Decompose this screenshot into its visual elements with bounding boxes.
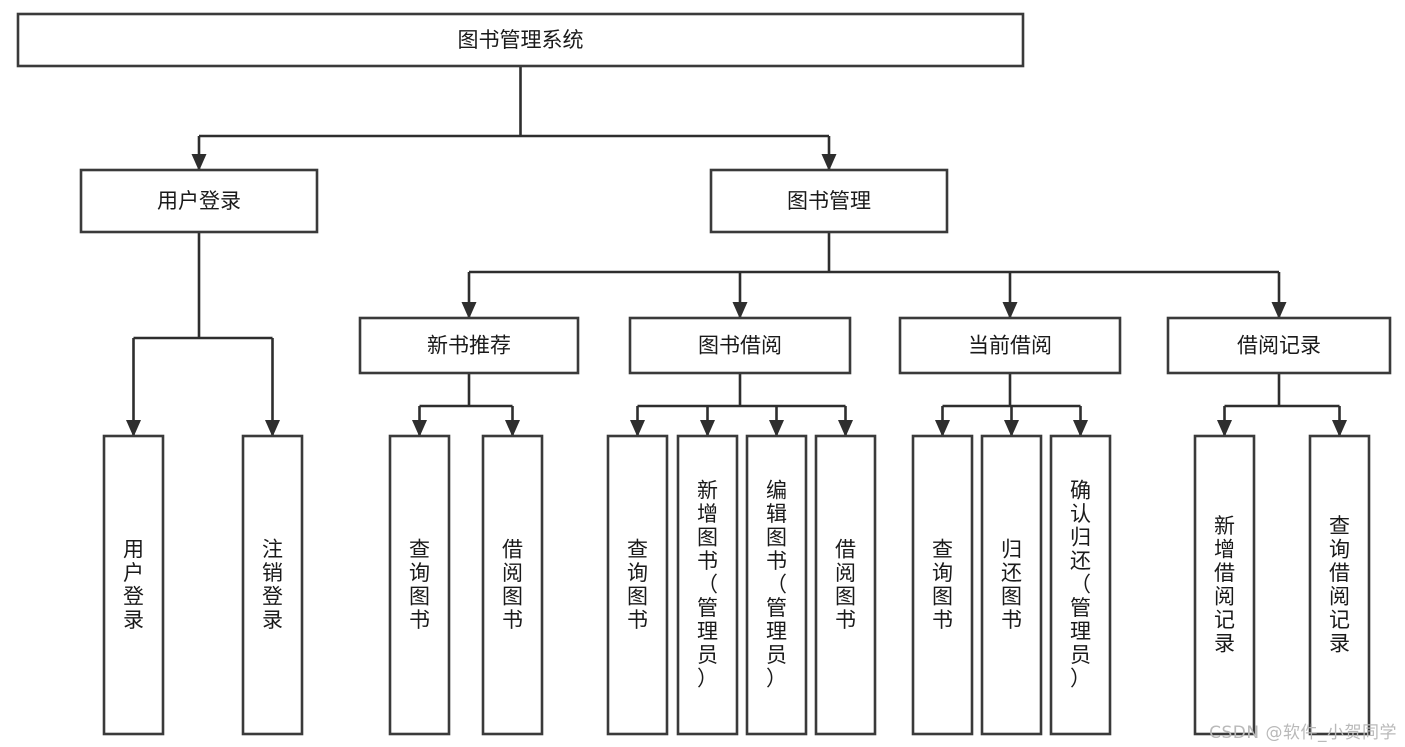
node-label-leaf-query-book-3: 查询图书 <box>932 537 953 632</box>
node-box-leaf-user-login <box>102 434 165 736</box>
node-label-current-borrow: 当前借阅 <box>968 334 1052 358</box>
node-leaf-query-record[interactable]: 查询借阅记录 <box>1308 434 1371 736</box>
node-current-borrow[interactable]: 当前借阅 <box>898 316 1122 375</box>
node-layer: 图书管理系统用户登录图书管理新书推荐图书借阅当前借阅借阅记录用户登录注销登录查询… <box>16 12 1392 736</box>
arrow-head-icon <box>126 420 141 437</box>
node-label-borrow-record: 借阅记录 <box>1237 334 1321 358</box>
node-label-book-manage: 图书管理 <box>787 189 871 213</box>
node-leaf-confirm-return[interactable]: 确认归还（管理员） <box>1049 434 1112 736</box>
node-box-leaf-query-book-1 <box>388 434 451 736</box>
node-label-leaf-edit-book: 编辑图书（管理员） <box>766 479 787 691</box>
node-box-borrow-record <box>1166 316 1392 375</box>
node-leaf-borrow-book-1[interactable]: 借阅图书 <box>481 434 544 736</box>
node-box-user-login <box>79 168 319 234</box>
node-leaf-user-login[interactable]: 用户登录 <box>102 434 165 736</box>
node-user-login[interactable]: 用户登录 <box>79 168 319 234</box>
node-leaf-query-book-1[interactable]: 查询图书 <box>388 434 451 736</box>
arrow-head-icon <box>1004 420 1019 437</box>
node-label-leaf-confirm-return: 确认归还（管理员） <box>1070 479 1091 691</box>
arrow-head-icon <box>769 420 784 437</box>
node-label-leaf-query-book-2: 查询图书 <box>627 537 648 632</box>
node-box-leaf-query-record <box>1308 434 1371 736</box>
arrow-head-icon <box>1002 302 1018 319</box>
node-label-book-borrow: 图书借阅 <box>698 334 782 358</box>
node-label-leaf-query-book-1: 查询图书 <box>409 537 430 632</box>
node-label-user-login: 用户登录 <box>157 189 241 213</box>
node-label-leaf-add-record: 新增借阅记录 <box>1214 514 1235 656</box>
node-label-leaf-add-book: 新增图书（管理员） <box>697 479 718 691</box>
node-box-leaf-logout <box>241 434 304 736</box>
node-label-new-book-recommend: 新书推荐 <box>427 334 511 358</box>
node-box-leaf-confirm-return <box>1049 434 1112 736</box>
node-box-leaf-borrow-book-1 <box>481 434 544 736</box>
node-box-leaf-add-book <box>676 434 739 736</box>
node-label-leaf-user-login: 用户登录 <box>123 537 144 632</box>
connector-layer <box>126 66 1347 437</box>
node-box-leaf-query-book-2 <box>606 434 669 736</box>
node-leaf-add-book[interactable]: 新增图书（管理员） <box>676 434 739 736</box>
node-label-root: 图书管理系统 <box>458 28 584 52</box>
arrow-head-icon <box>191 154 207 171</box>
node-root[interactable]: 图书管理系统 <box>16 12 1025 68</box>
arrow-head-icon <box>1271 302 1287 319</box>
node-leaf-edit-book[interactable]: 编辑图书（管理员） <box>745 434 808 736</box>
watermark: CSDN @软件_小贺同学 <box>1209 723 1397 743</box>
arrow-head-icon <box>838 420 853 437</box>
node-label-leaf-borrow-book-2: 借阅图书 <box>835 537 856 632</box>
node-new-book-recommend[interactable]: 新书推荐 <box>358 316 580 375</box>
node-leaf-query-book-3[interactable]: 查询图书 <box>911 434 974 736</box>
arrow-head-icon <box>505 420 520 437</box>
node-borrow-record[interactable]: 借阅记录 <box>1166 316 1392 375</box>
arrow-head-icon <box>1073 420 1088 437</box>
node-box-new-book-recommend <box>358 316 580 375</box>
arrow-head-icon <box>1332 420 1347 437</box>
arrow-head-icon <box>821 154 837 171</box>
arrow-head-icon <box>935 420 950 437</box>
node-label-leaf-return-book: 归还图书 <box>1001 537 1022 632</box>
node-leaf-add-record[interactable]: 新增借阅记录 <box>1193 434 1256 736</box>
node-book-manage[interactable]: 图书管理 <box>709 168 949 234</box>
node-box-leaf-add-record <box>1193 434 1256 736</box>
node-box-book-borrow <box>628 316 852 375</box>
arrow-head-icon <box>630 420 645 437</box>
node-box-leaf-query-book-3 <box>911 434 974 736</box>
node-leaf-borrow-book-2[interactable]: 借阅图书 <box>814 434 877 736</box>
arrow-head-icon <box>732 302 748 319</box>
node-box-current-borrow <box>898 316 1122 375</box>
node-leaf-return-book[interactable]: 归还图书 <box>980 434 1043 736</box>
node-box-root <box>16 12 1025 68</box>
node-label-leaf-query-record: 查询借阅记录 <box>1329 514 1350 656</box>
node-leaf-logout[interactable]: 注销登录 <box>241 434 304 736</box>
arrow-head-icon <box>412 420 427 437</box>
node-box-leaf-return-book <box>980 434 1043 736</box>
node-box-book-manage <box>709 168 949 234</box>
arrow-head-icon <box>700 420 715 437</box>
arrow-head-icon <box>265 420 280 437</box>
node-box-leaf-edit-book <box>745 434 808 736</box>
arrow-head-icon <box>461 302 477 319</box>
node-box-leaf-borrow-book-2 <box>814 434 877 736</box>
node-label-leaf-logout: 注销登录 <box>262 537 283 632</box>
node-leaf-query-book-2[interactable]: 查询图书 <box>606 434 669 736</box>
node-label-leaf-borrow-book-1: 借阅图书 <box>502 537 523 632</box>
node-book-borrow[interactable]: 图书借阅 <box>628 316 852 375</box>
arrow-head-icon <box>1217 420 1232 437</box>
